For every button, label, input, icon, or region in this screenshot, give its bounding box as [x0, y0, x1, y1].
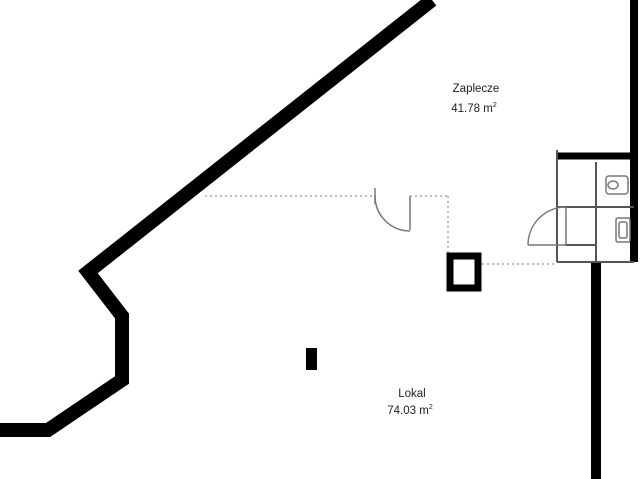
sink-icon	[615, 217, 631, 243]
room-label-lokal: Lokal 74.03 m2	[387, 388, 433, 417]
room-label-zaplecze: Zaplecze 41.78 m2	[451, 83, 499, 115]
room-boundary-dotted	[205, 195, 557, 265]
door-swing-icon	[374, 188, 411, 232]
outer-wall-left	[0, 0, 437, 437]
room-area: 74.03 m2	[387, 404, 433, 417]
door-swing-icon	[527, 206, 567, 246]
small-column	[306, 348, 317, 370]
pillar-icon	[446, 252, 482, 292]
toilet-icon	[605, 175, 629, 195]
bathroom-partitions	[556, 150, 634, 263]
room-name: Lokal	[398, 388, 426, 400]
room-area: 41.78 m2	[451, 102, 497, 115]
room-name: Zaplecze	[453, 83, 500, 95]
